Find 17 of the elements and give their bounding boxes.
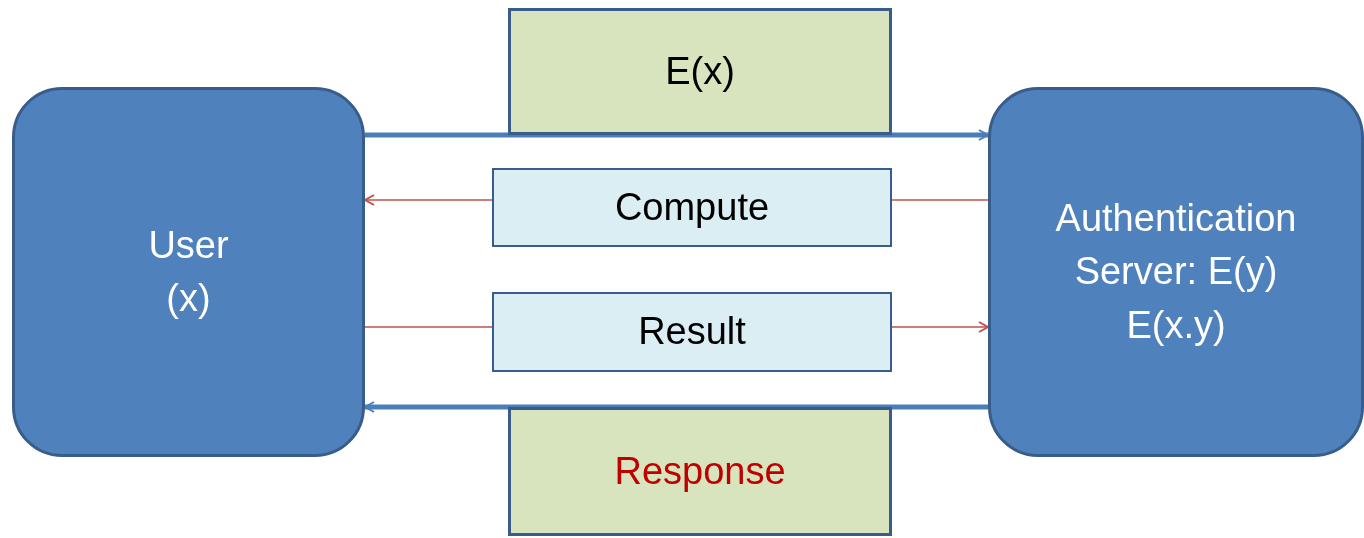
rounded-box bbox=[12, 87, 365, 457]
box-label: User (x) bbox=[147, 222, 230, 321]
box-label: Response bbox=[614, 448, 786, 494]
text-box bbox=[508, 407, 892, 536]
box-label: Result bbox=[638, 309, 746, 355]
rounded-box bbox=[988, 87, 1364, 457]
box-label: E(x) bbox=[665, 48, 735, 94]
arrow bbox=[891, 321, 989, 333]
arrow bbox=[364, 194, 493, 206]
text-box bbox=[492, 168, 892, 247]
text-box bbox=[508, 8, 892, 135]
box-label: Authentication Server: E(y) bbox=[1054, 196, 1298, 295]
box-label: Compute bbox=[614, 184, 770, 230]
arrow bbox=[364, 401, 988, 413]
arrow bbox=[365, 129, 989, 141]
text-box bbox=[492, 292, 892, 372]
box-label: E(x.y) bbox=[1126, 302, 1226, 348]
